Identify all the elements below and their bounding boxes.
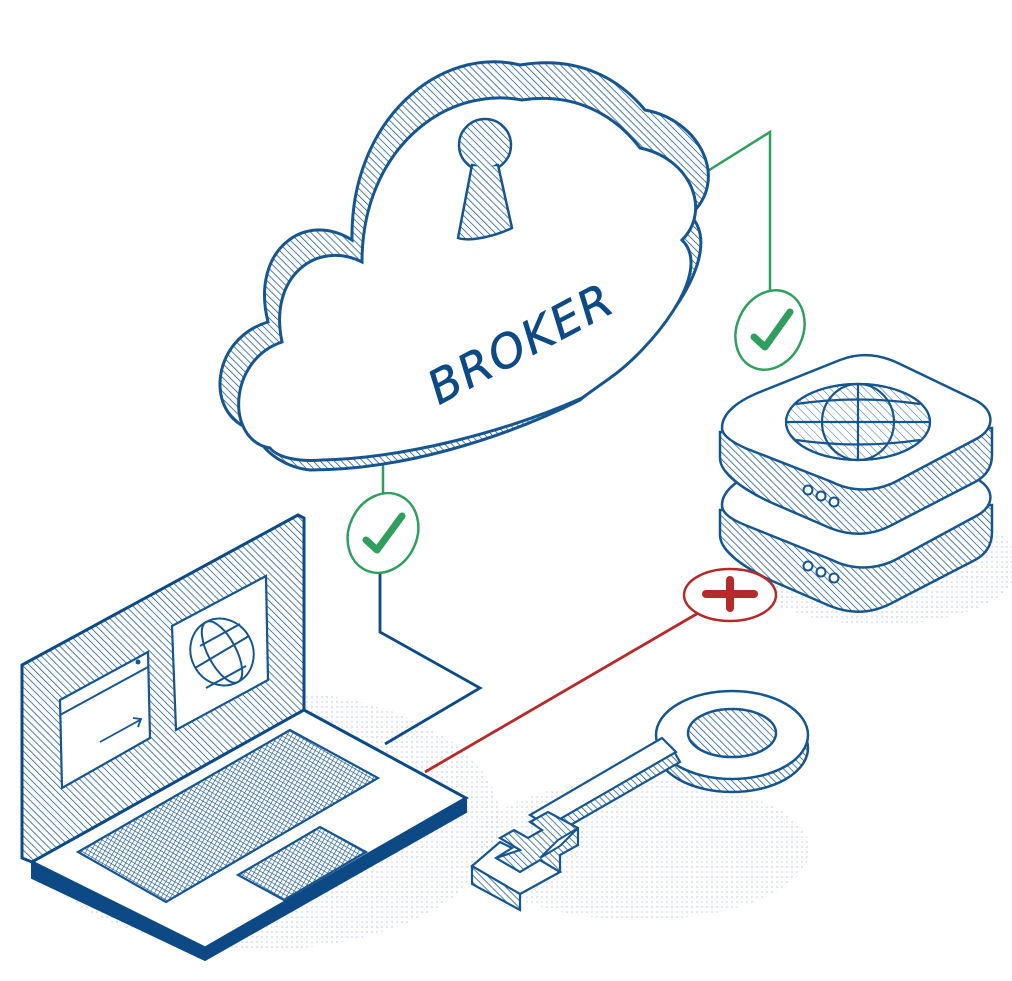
keyhole-icon bbox=[456, 117, 514, 241]
cloud-server-link bbox=[689, 129, 772, 290]
laptop bbox=[20, 513, 470, 962]
screen-globe-window bbox=[170, 574, 270, 732]
key-bit bbox=[470, 810, 580, 912]
cross-icon bbox=[702, 576, 758, 612]
server-indicator-lights bbox=[802, 484, 840, 508]
cloud-face bbox=[237, 96, 698, 462]
laptop-touchpad bbox=[235, 825, 369, 902]
laptop-cloud-link-lower bbox=[378, 572, 483, 746]
server-indicator-lights bbox=[802, 560, 840, 584]
server-unit-upper bbox=[718, 353, 994, 535]
broker-cloud: BROKER bbox=[218, 60, 710, 472]
badge-cloud-server bbox=[734, 289, 806, 371]
laptop-keyboard bbox=[75, 728, 381, 904]
globe-icon bbox=[189, 617, 255, 689]
key-icon bbox=[470, 689, 810, 912]
badge-laptop-server-blocked bbox=[682, 567, 778, 623]
check-icon bbox=[362, 512, 406, 554]
browser-window-icon bbox=[58, 650, 152, 790]
laptop-server-link-blocked bbox=[424, 610, 701, 774]
badge-laptop-cloud bbox=[346, 491, 420, 575]
server-stack bbox=[718, 353, 994, 613]
arrow-icon bbox=[99, 719, 141, 743]
globe-icon bbox=[784, 382, 932, 462]
check-icon bbox=[750, 308, 794, 351]
